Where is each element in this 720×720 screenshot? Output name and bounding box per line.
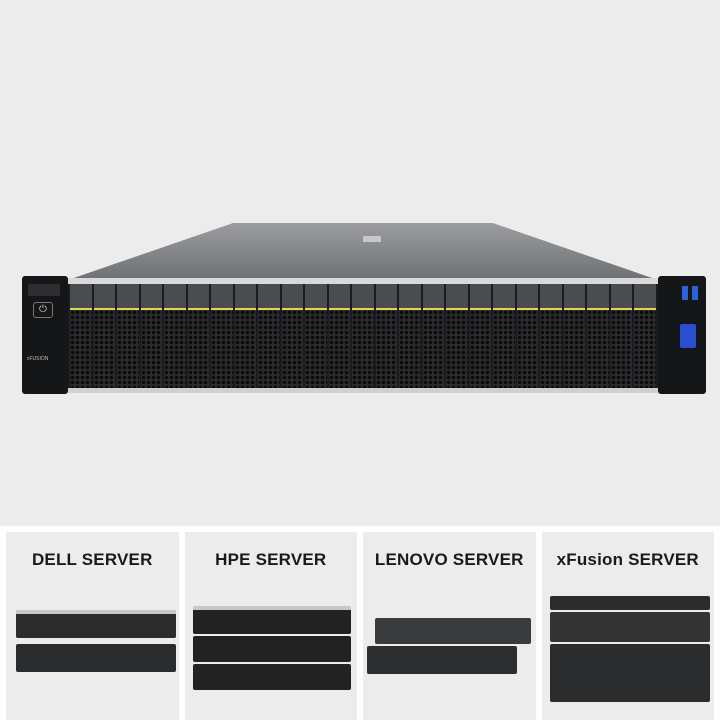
drive-bay — [446, 284, 468, 388]
vga-port-icon — [680, 324, 696, 348]
usb-port-icon — [682, 286, 688, 300]
usb-port-icon — [692, 286, 698, 300]
drive-bay — [93, 284, 116, 388]
card-xfusion[interactable]: xFusion SERVER — [541, 532, 714, 720]
drive-bay — [281, 284, 304, 388]
power-icon: ⏻ — [33, 302, 53, 318]
drive-bay — [234, 284, 257, 388]
server-image — [192, 636, 351, 662]
card-title: xFusion SERVER — [556, 550, 699, 569]
right-io-ear — [658, 276, 706, 394]
card-hpe[interactable]: HPE SERVER — [184, 532, 357, 720]
brand-label: xFUSION — [27, 356, 49, 362]
server-image — [192, 664, 351, 690]
card-title: LENOVO SERVER — [374, 550, 524, 569]
lid-logo — [363, 236, 381, 242]
drive-bay — [516, 284, 539, 388]
server-image — [549, 612, 710, 642]
drive-bay — [540, 284, 562, 388]
drive-bay — [634, 284, 656, 388]
drive-bay — [258, 284, 280, 388]
chassis-bottom — [68, 388, 658, 393]
drive-bay — [375, 284, 398, 388]
server-image — [375, 618, 531, 644]
hero-product-image: ⏻ xFUSION — [22, 223, 706, 394]
chassis-top — [68, 223, 658, 280]
card-title: DELL SERVER — [31, 550, 153, 569]
drive-bay — [422, 284, 445, 388]
drive-bay-array — [68, 284, 658, 388]
server-image — [549, 644, 710, 702]
drive-bay — [187, 284, 210, 388]
drive-bay — [70, 284, 92, 388]
card-title: HPE SERVER — [215, 550, 327, 569]
drive-bay — [469, 284, 492, 388]
drive-bay — [610, 284, 633, 388]
server-image — [16, 644, 176, 672]
drive-bay — [563, 284, 586, 388]
drive-bay — [328, 284, 351, 388]
server-image — [549, 596, 710, 610]
status-display — [28, 284, 60, 296]
left-control-ear: ⏻ xFUSION — [22, 276, 68, 394]
card-dell[interactable]: DELL SERVER — [6, 532, 179, 720]
drive-bay — [117, 284, 139, 388]
drive-bay — [587, 284, 609, 388]
server-image — [367, 646, 517, 674]
drive-bay — [140, 284, 163, 388]
drive-bay — [211, 284, 233, 388]
drive-bay — [399, 284, 421, 388]
server-image — [192, 606, 351, 634]
drive-bay — [352, 284, 374, 388]
brand-cards: DELL SERVER HPE SERVER LENOVO SERVER xFu… — [0, 526, 720, 720]
drive-bay — [164, 284, 186, 388]
server-image — [16, 610, 176, 638]
drive-bay — [305, 284, 327, 388]
drive-bay — [493, 284, 515, 388]
chassis-rim — [66, 278, 660, 284]
card-lenovo[interactable]: LENOVO SERVER — [363, 532, 536, 720]
